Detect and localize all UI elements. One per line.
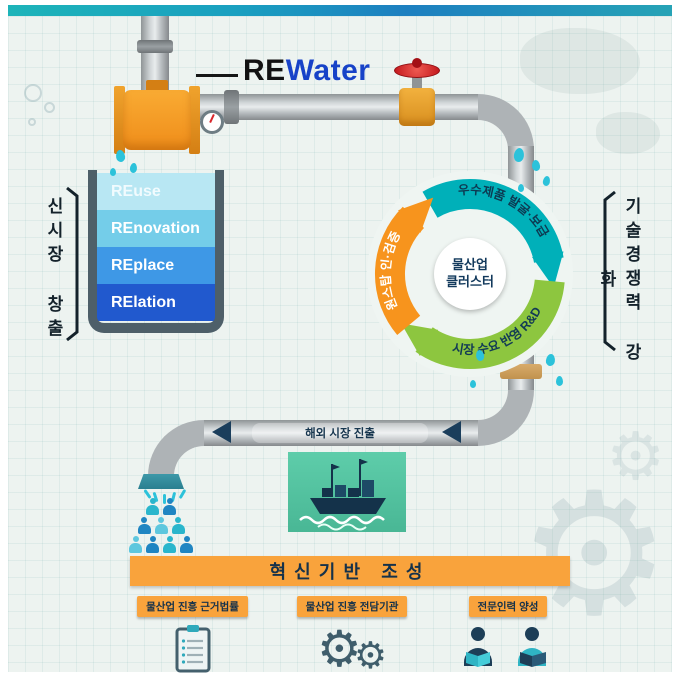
layer-label: novation	[133, 219, 200, 237]
water-drop	[110, 168, 116, 176]
person-icon	[180, 536, 193, 553]
right-bracket	[603, 190, 616, 352]
reading-people-icon	[464, 627, 546, 667]
left-side-label: 신시장 창출	[44, 197, 63, 343]
bubble-decoration	[28, 118, 36, 126]
ship-icon	[299, 459, 386, 531]
bubble-decoration	[24, 84, 42, 102]
beaker-container	[88, 170, 224, 333]
world-map-decoration	[596, 112, 660, 154]
foundation-label: 물산업 진흥 근거법률	[137, 596, 248, 617]
orange-valve	[123, 90, 191, 150]
export-pipe-label: 해외 시장 진출	[252, 423, 428, 443]
person-icon	[146, 536, 159, 553]
person-icon	[154, 517, 168, 534]
export-pipe-horizontal	[204, 420, 478, 446]
cycle-diagram: 우수제품 발굴·보급 시장 수요 반영 R&D 원스탑 인·검증	[375, 179, 565, 369]
layer-label: lation	[133, 293, 176, 311]
red-valve-body	[399, 88, 435, 126]
gears-icon	[317, 624, 387, 674]
person-icon	[171, 517, 185, 534]
foundation-item-training: 전문인력 양성	[443, 596, 573, 674]
foundation-item-agency: 물산업 진흥 전담기관	[282, 596, 422, 674]
cycle-center-circle: 물산업 클러스터	[434, 238, 506, 310]
water-drop	[518, 184, 524, 192]
water-drop	[470, 380, 476, 388]
foundation-label: 물산업 진흥 전담기관	[296, 596, 408, 617]
world-map-decoration	[520, 28, 640, 94]
person-icon	[137, 517, 151, 534]
gear-icon	[354, 637, 387, 674]
crowd-row	[106, 517, 216, 534]
cycle-label-bottom: 시장 수요 반영 R&D	[451, 305, 544, 357]
valve-flange	[189, 86, 200, 154]
cycle-center-line2: 클러스터	[446, 274, 494, 289]
crowd-row	[106, 536, 216, 553]
crowd-row	[106, 498, 216, 515]
person-icon	[129, 536, 142, 553]
layer-label: RE	[111, 182, 134, 200]
left-bracket	[66, 186, 79, 342]
valve-cap	[146, 80, 168, 92]
people-crowd	[106, 498, 216, 555]
title-leader-line	[196, 74, 238, 77]
cycle-arrow-bottom	[401, 279, 565, 369]
person-icon	[163, 536, 176, 553]
page-title: REWater	[243, 54, 370, 88]
top-accent-bar	[8, 5, 672, 16]
valve-stem	[412, 76, 422, 90]
person-icon	[146, 498, 159, 515]
spray-line	[163, 494, 166, 504]
foundation-label: 전문인력 양성	[468, 596, 548, 617]
right-side-label: 기술경쟁력 강화	[597, 197, 641, 367]
water-drop	[556, 376, 563, 386]
title-prefix: RE	[243, 54, 286, 87]
layer-label: place	[133, 256, 175, 274]
layer-label: RE	[111, 293, 134, 311]
valve-hub	[412, 58, 422, 68]
flow-arrow-icon	[442, 421, 461, 443]
cycle-arrow-top	[422, 179, 564, 288]
pipe-coupling	[224, 90, 239, 124]
cycle-center-line1: 물산업	[452, 257, 488, 273]
flow-arrow-icon	[212, 421, 231, 443]
gear-decoration	[606, 424, 665, 490]
pipe-coupling	[137, 40, 173, 53]
foundation-item-law: 물산업 진흥 근거법률	[120, 596, 265, 674]
innovation-banner: 혁신기반 조성	[130, 556, 570, 586]
bubble-decoration	[44, 102, 55, 113]
showerhead-icon	[138, 474, 184, 489]
layer-label: RE	[111, 219, 134, 237]
valve-flange	[114, 86, 125, 154]
layer-label: use	[133, 182, 161, 200]
ship-illustration	[288, 452, 406, 532]
clipboard-icon	[175, 625, 210, 673]
title-suffix: Water	[285, 54, 371, 87]
person-icon	[163, 498, 176, 515]
cycle-arrow-left	[375, 197, 434, 336]
layer-label: RE	[111, 256, 134, 274]
